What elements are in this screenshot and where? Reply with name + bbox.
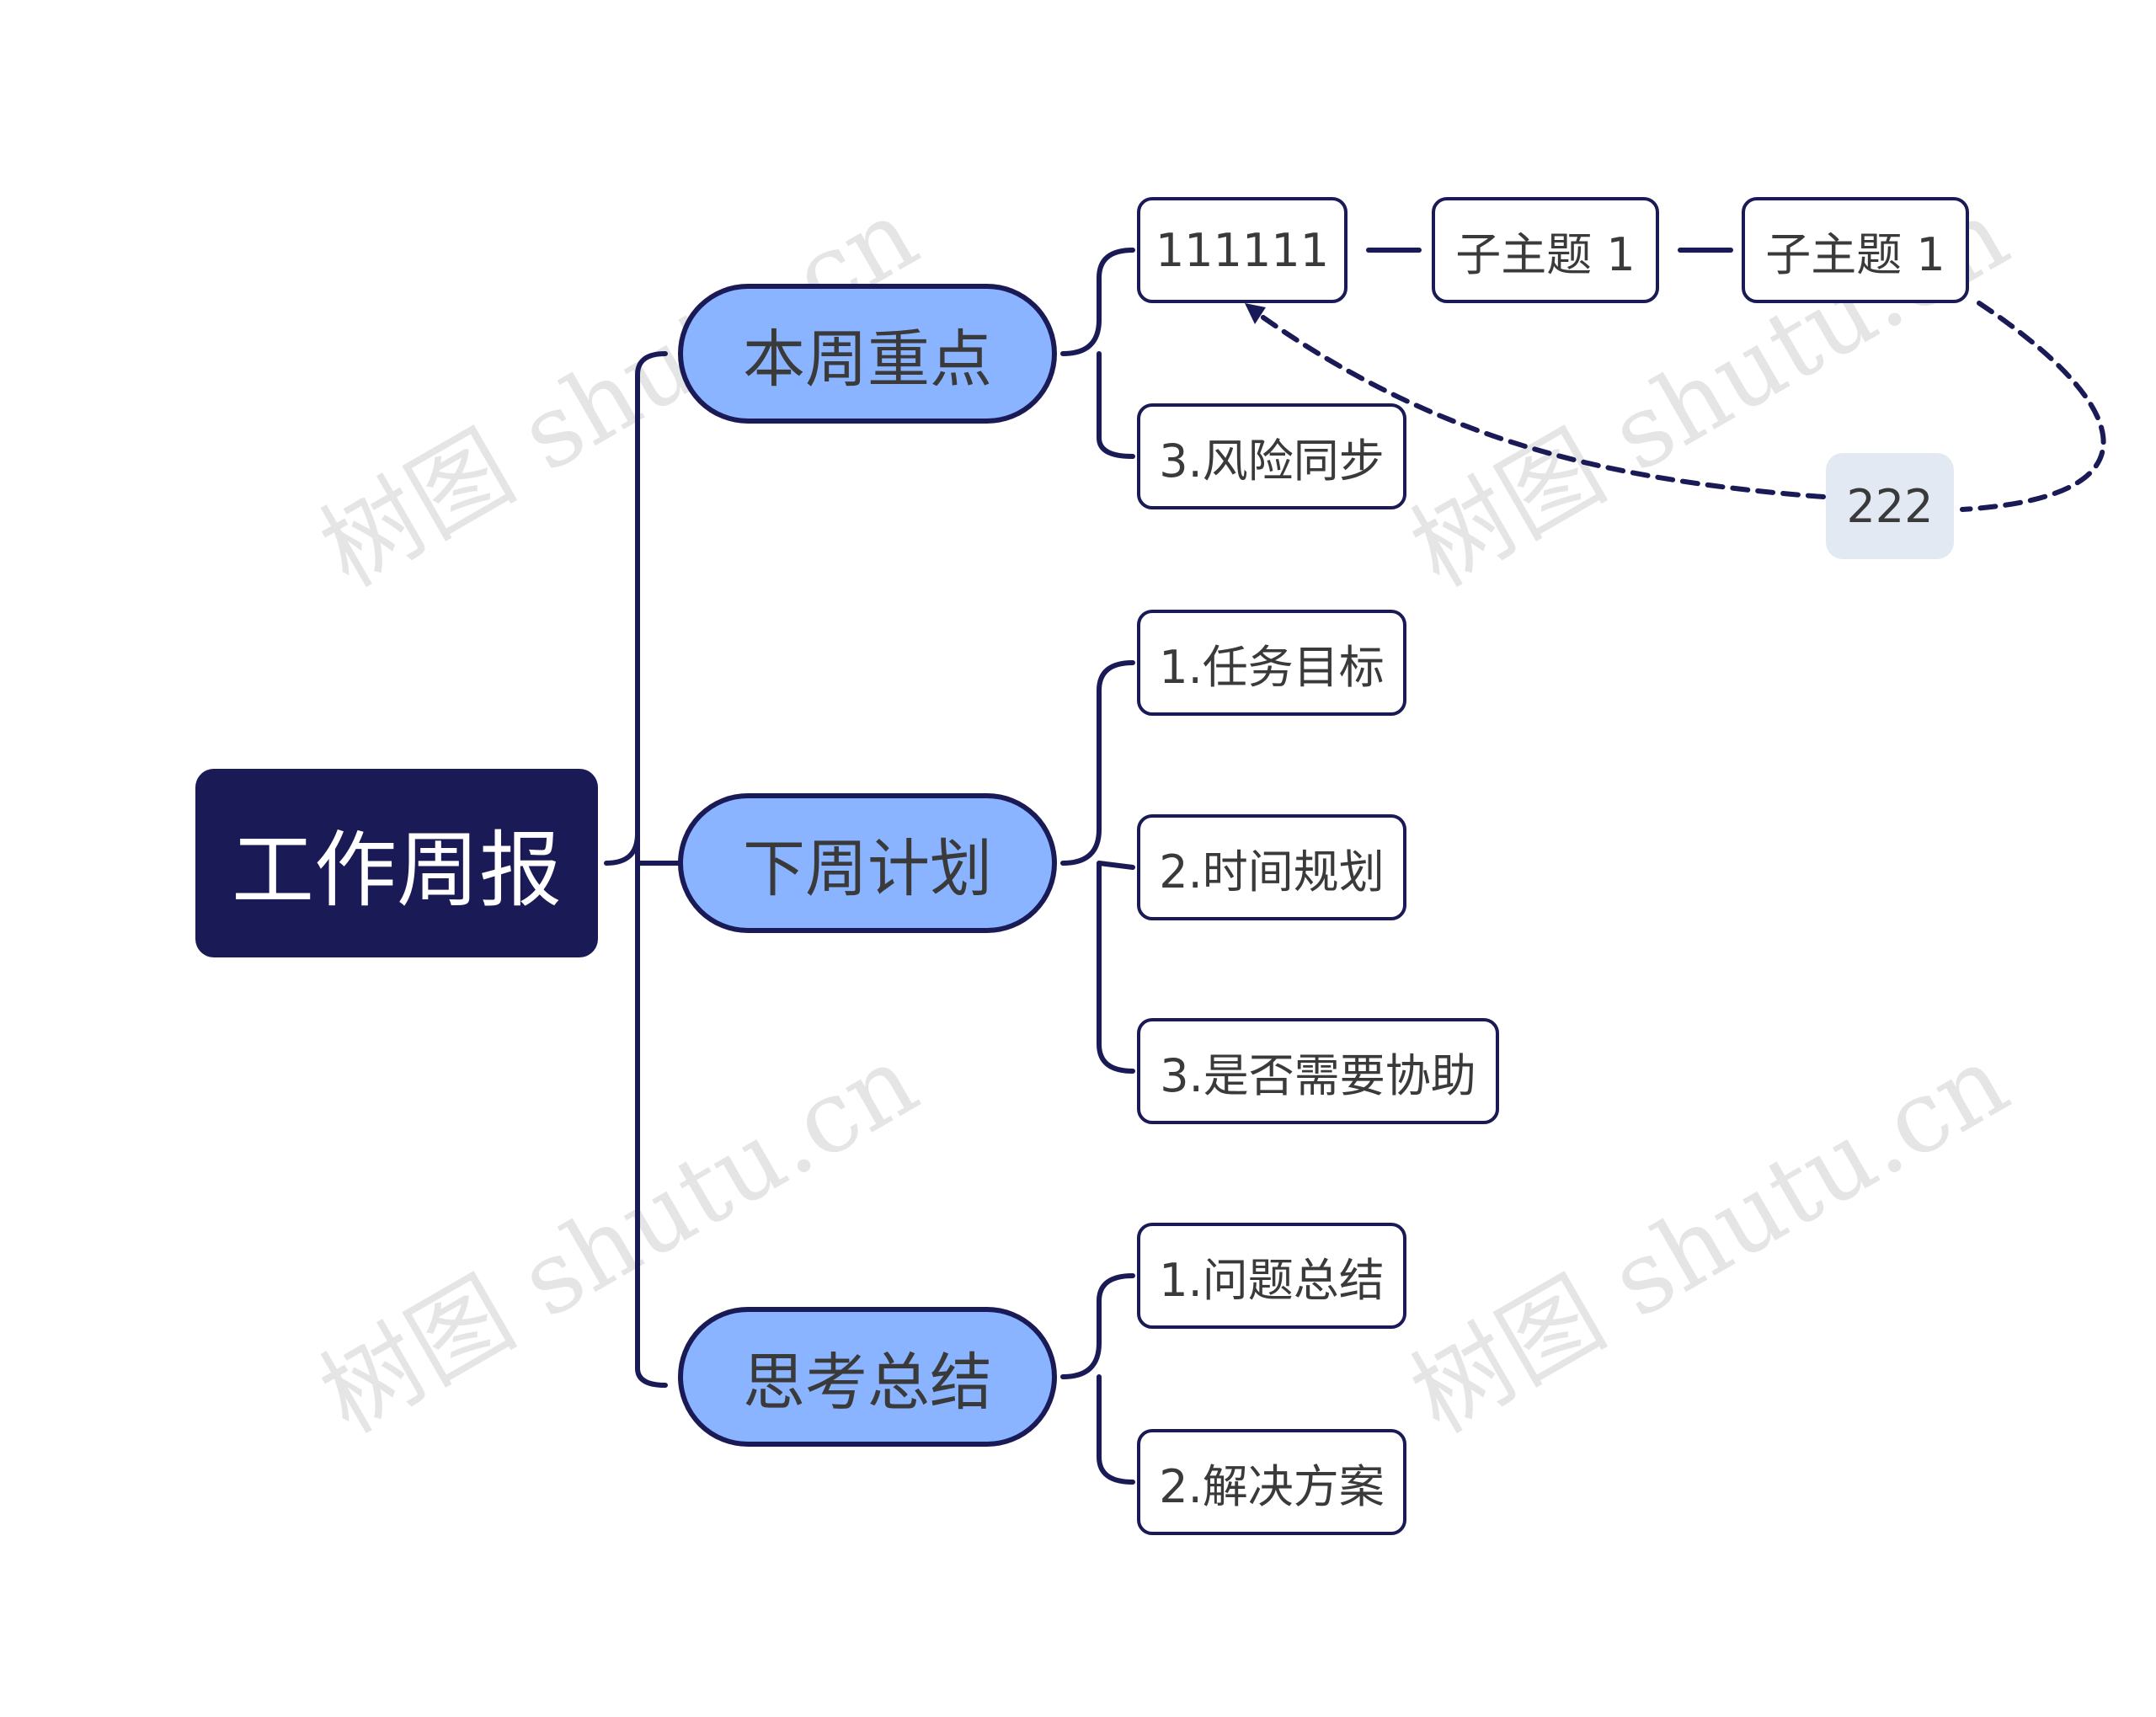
relationship-curve bbox=[1252, 309, 1826, 499]
branch-3-connector bbox=[1060, 1273, 1135, 1485]
branch-topic-reflection[interactable]: 思考总结 bbox=[678, 1307, 1057, 1447]
subtopic[interactable]: 3.风险同步 bbox=[1137, 403, 1406, 509]
relationship-label[interactable]: 222 bbox=[1826, 453, 1954, 559]
subtopic[interactable]: 1.问题总结 bbox=[1137, 1223, 1406, 1329]
subtopic[interactable]: 2.时间规划 bbox=[1137, 814, 1406, 920]
branch-topic-next-week[interactable]: 下周计划 bbox=[678, 793, 1057, 933]
subtopic[interactable]: 2.解决方案 bbox=[1137, 1429, 1406, 1535]
chain-subtopic[interactable]: 子主题 1 bbox=[1432, 197, 1659, 303]
chain-subtopic[interactable]: 子主题 1 bbox=[1742, 197, 1969, 303]
subtopic[interactable]: 1.任务目标 bbox=[1137, 610, 1406, 716]
arrow-head-icon bbox=[1245, 303, 1266, 324]
branch-2-connector bbox=[1060, 660, 1135, 1074]
root-topic[interactable]: 工作周报 bbox=[195, 769, 598, 957]
branch-topic-this-week[interactable]: 本周重点 bbox=[678, 284, 1057, 424]
root-connector bbox=[604, 351, 680, 1388]
subtopic[interactable]: 3.是否需要协助 bbox=[1137, 1018, 1499, 1124]
relationship-curve bbox=[1960, 301, 2106, 512]
branch-1-connector bbox=[1060, 248, 1135, 459]
subtopic[interactable]: 111111 bbox=[1137, 197, 1348, 303]
